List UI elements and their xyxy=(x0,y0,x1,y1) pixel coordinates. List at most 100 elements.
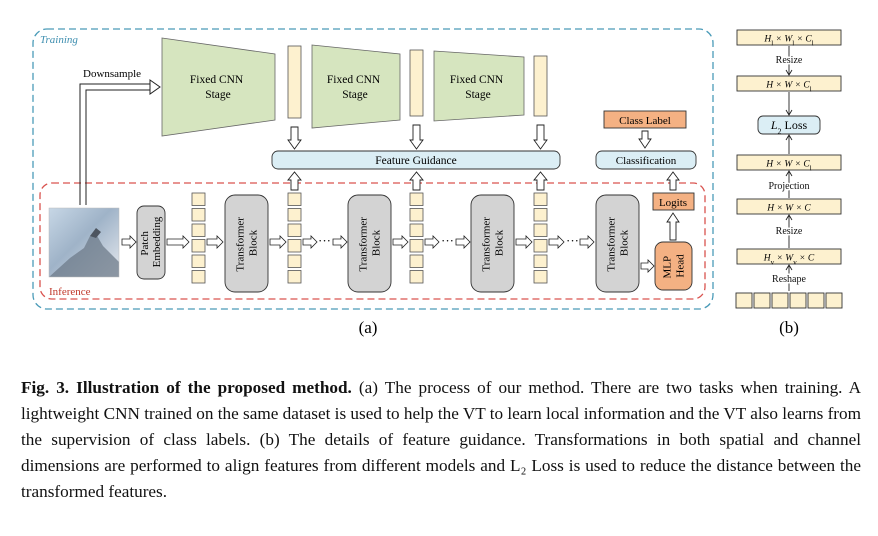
detail-box-label-1: Hl × Wl × Cl xyxy=(763,35,813,48)
token-3-1 xyxy=(409,192,424,206)
token-4-1 xyxy=(533,192,548,206)
detail-box-label-5: H × W × C xyxy=(766,204,811,214)
cnn-stage-2: Fixed CNN Stage xyxy=(311,44,401,129)
cnn-stage-1-line-2: Stage xyxy=(205,89,231,101)
detail-patch-5 xyxy=(807,292,825,309)
token-3-5 xyxy=(409,254,424,268)
detail-patch-1 xyxy=(735,292,753,309)
token-2-4 xyxy=(287,239,302,253)
detail-patch-3 xyxy=(771,292,789,309)
token-4-3 xyxy=(533,223,548,237)
logits-label: Logits xyxy=(659,197,687,209)
logits-up-arrow xyxy=(666,171,680,191)
cnn-stage-3-line-2: Stage xyxy=(465,89,491,101)
arrow-tokens-to-dots-3 xyxy=(548,235,565,249)
transformer-block-4: Transformer Block xyxy=(595,194,640,293)
arrow-image-to-patch xyxy=(121,235,137,249)
token-3-6 xyxy=(409,270,424,284)
b-arrow-resize-top-head xyxy=(785,69,793,76)
detail-step-resize-1: Resize xyxy=(776,55,803,66)
ellipsis-3: ··· xyxy=(566,233,579,248)
flow-arrows xyxy=(121,235,655,273)
token-4-4 xyxy=(533,239,548,253)
cnn-feature-bar-1 xyxy=(287,45,302,119)
logits-box xyxy=(652,192,695,211)
feature-guidance-box xyxy=(271,150,561,170)
mlp-to-logits-arrow xyxy=(666,212,680,241)
svg-text:Fixed CNN Stage: Fixed CNN Stage xyxy=(450,74,506,101)
detail-box-label-4: H × W × Cl xyxy=(765,160,811,173)
inference-label: Inference xyxy=(49,286,91,298)
feature-guidance-label: Feature Guidance xyxy=(375,155,456,167)
b-arrow-to-loss-top-head xyxy=(785,109,793,116)
arrow-block1-to-tokens xyxy=(269,235,287,249)
b-arrow-resize-bottom-head xyxy=(785,214,793,221)
arrow-block4-to-mlp xyxy=(640,259,655,273)
token-3-4 xyxy=(409,239,424,253)
classification-box xyxy=(595,150,697,170)
detail-box-label-6: Hv × Wv × C xyxy=(763,254,815,267)
mlp-head-block: MLP Head xyxy=(654,241,693,291)
token-2-3 xyxy=(287,223,302,237)
feature-guidance-detail: Hl × Wl × Cl H × W × Cl L2 Loss H × W × Cl H… xyxy=(735,29,843,309)
token-1-2 xyxy=(191,208,206,222)
svg-text:Transformer Block: Transformer Block xyxy=(606,214,631,271)
guidance-up-arrows xyxy=(287,171,548,191)
transformer-block-2: Transformer Block xyxy=(347,194,392,293)
patch-embedding-line-2: Embedding xyxy=(151,216,163,267)
svg-text:Fixed CNN Stage: Fixed CNN Stage xyxy=(190,74,246,101)
subfig-b-label: (b) xyxy=(779,318,799,337)
arrow-block2-to-tokens xyxy=(392,235,409,249)
token-3-3 xyxy=(409,223,424,237)
svg-text:Fixed CNN Stage: Fixed CNN Stage xyxy=(327,74,383,101)
cnn-stage-2-line-1: Fixed CNN xyxy=(327,74,381,86)
cnn-feature-bar-2 xyxy=(409,49,424,117)
token-1-1 xyxy=(191,192,206,206)
patch-embedding-line-1: Patch xyxy=(139,231,151,256)
transformer-block-1: Transformer Block xyxy=(224,194,269,293)
detail-box-4 xyxy=(736,154,842,171)
downsample-label: Downsample xyxy=(83,68,141,80)
cnn-feature-bar-3 xyxy=(533,55,548,117)
detail-step-reshape-4: Reshape xyxy=(772,274,806,285)
transformer-block-3-line-1: Transformer xyxy=(481,217,493,272)
token-2-6 xyxy=(287,270,302,284)
class-label-box xyxy=(603,110,687,129)
transformer-block-3-line-2: Block xyxy=(494,229,506,256)
detail-patch-2 xyxy=(753,292,771,309)
svg-text:Transformer Block: Transformer Block xyxy=(235,214,260,271)
transformer-block-2-line-2: Block xyxy=(371,229,383,256)
detail-box-label-2: H × W × Cl xyxy=(765,81,811,94)
detail-step-projection-2: Projection xyxy=(768,181,809,192)
ellipsis-2: ··· xyxy=(441,233,454,248)
class-label-arrow xyxy=(638,130,652,149)
token-1-5 xyxy=(191,254,206,268)
arrow-tokens-to-dots-2 xyxy=(424,235,440,249)
svg-text:Patch Embedding: Patch Embedding xyxy=(139,216,163,267)
detail-box-label-3: L2 Loss xyxy=(770,118,808,136)
token-4-2 xyxy=(533,208,548,222)
subfig-a-label: (a) xyxy=(359,318,378,337)
training-frame xyxy=(32,28,714,310)
method-diagram: Training Inference Downsample Fixed CNN … xyxy=(32,28,843,337)
inference-frame xyxy=(39,182,706,300)
svg-text:Transformer Block: Transformer Block xyxy=(481,214,506,271)
detail-patch-4 xyxy=(789,292,807,309)
detail-patch-6 xyxy=(825,292,843,309)
svg-text:MLP Head: MLP Head xyxy=(662,254,687,279)
class-label-text: Class Label xyxy=(619,115,671,127)
transformer-block-2-line-1: Transformer xyxy=(358,217,370,272)
arrow-dots-to-block3 xyxy=(455,235,471,249)
detail-box-1 xyxy=(736,29,842,46)
detail-step-resize-3: Resize xyxy=(776,226,803,237)
token-1-3 xyxy=(191,223,206,237)
arrow-dots-to-block4 xyxy=(579,235,595,249)
transformer-block-4-line-1: Transformer xyxy=(606,217,618,272)
transformer-block-1-line-2: Block xyxy=(248,229,260,256)
mlp-head-line-1: MLP xyxy=(662,256,674,279)
token-columns xyxy=(191,192,548,284)
caption-lead: Fig. 3. Illustration of the proposed met… xyxy=(21,378,352,397)
downsample-arrow xyxy=(79,79,161,205)
token-1-6 xyxy=(191,270,206,284)
cnn-stage-1-line-1: Fixed CNN xyxy=(190,74,244,86)
